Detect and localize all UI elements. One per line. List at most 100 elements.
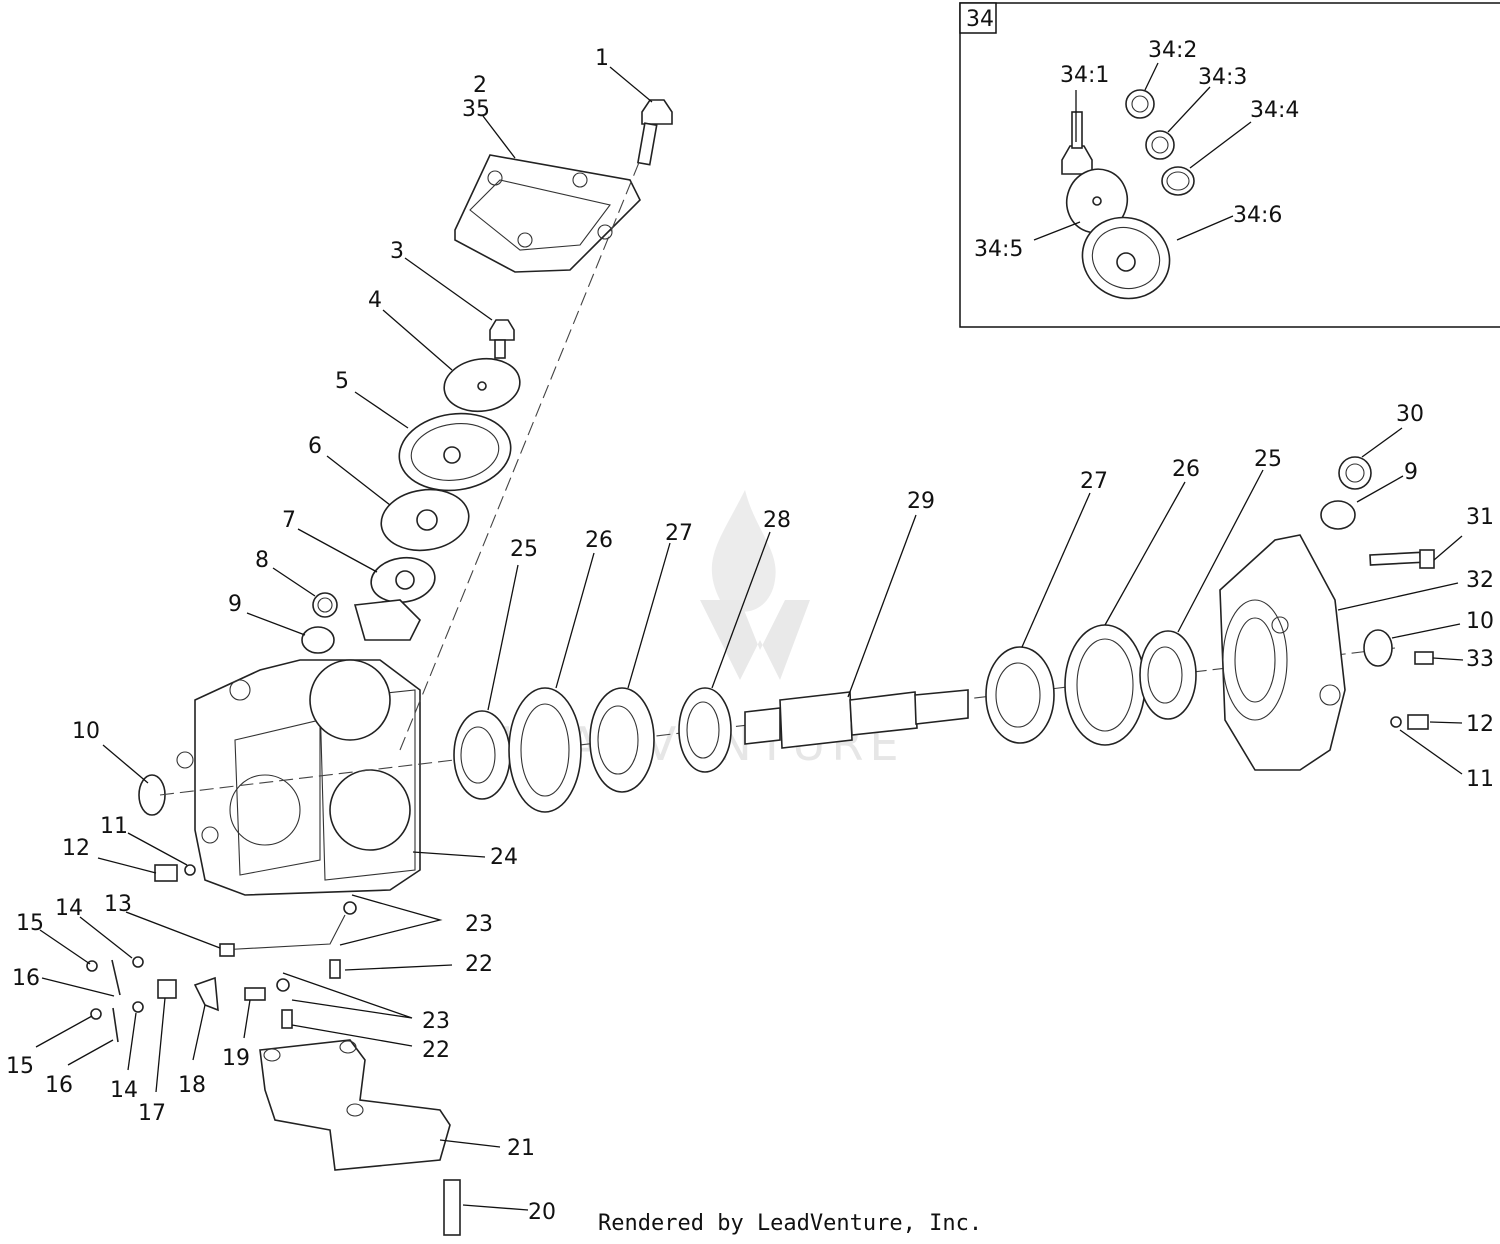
callout-11-right: 11 [1466, 767, 1494, 792]
callout-18: 18 [178, 1073, 206, 1098]
cup-26-left-inner [520, 703, 570, 797]
callout-10-left: 10 [72, 719, 100, 744]
seal-7-hub [395, 570, 415, 590]
callout-11-left: 11 [100, 814, 128, 839]
inset-plug-b [1145, 130, 1175, 160]
inset-callout-34-3: 34:3 [1198, 65, 1247, 90]
side-housing [1219, 534, 1346, 771]
callout-25-left: 25 [510, 537, 538, 562]
callout-29: 29 [907, 489, 935, 514]
callout-25-right: 25 [1254, 447, 1282, 472]
callout-27-left: 27 [665, 521, 693, 546]
bearing-25-left-race [460, 726, 496, 784]
mounting-bracket [259, 1039, 451, 1171]
inset-plug-b-inner [1151, 136, 1169, 154]
gear-housing [176, 659, 421, 896]
callout-35: 35 [462, 97, 490, 122]
washer-11-right [1390, 716, 1402, 728]
linkage-assembly [86, 901, 357, 1043]
inset-panel: 34 [959, 2, 1500, 328]
callout-27-right: 27 [1080, 469, 1108, 494]
callout-24: 24 [490, 845, 518, 870]
plug-8 [312, 592, 338, 618]
inset-washer-hole [1092, 196, 1102, 206]
inset-plate-ring [1091, 226, 1161, 290]
callout-9-left: 9 [228, 592, 242, 617]
callout-22-bottom: 22 [422, 1038, 450, 1063]
callout-labels: 1 2 35 3 4 5 6 7 8 9 10 11 12 13 14 15 1… [6, 38, 1494, 1225]
callout-10-right: 10 [1466, 609, 1494, 634]
plug-8-inner [317, 597, 333, 613]
inset-callout-34-1: 34:1 [1060, 63, 1109, 88]
bolt-12-right [1407, 714, 1429, 730]
callout-3: 3 [390, 239, 404, 264]
bearing-25-right-race [1147, 646, 1183, 704]
callout-8: 8 [255, 548, 269, 573]
callout-15-top: 15 [16, 911, 44, 936]
bearing-25-left [453, 710, 511, 800]
callout-12-right: 12 [1466, 712, 1494, 737]
top-bolt [636, 99, 673, 166]
inset-o-ring-inner [1166, 171, 1190, 191]
plate-6-hub [416, 509, 438, 531]
bearing-27-right-race [995, 662, 1041, 728]
bolt-31 [1369, 551, 1422, 566]
bolt-12-left [154, 864, 178, 882]
inset-callout-34-4: 34:4 [1250, 98, 1299, 123]
callout-22-top: 22 [465, 952, 493, 977]
callout-23-top: 23 [465, 912, 493, 937]
callout-19: 19 [222, 1046, 250, 1071]
inset-bolt-head [1061, 145, 1093, 175]
callout-32: 32 [1466, 568, 1494, 593]
seal-10-left [138, 774, 166, 816]
callout-6: 6 [308, 434, 322, 459]
callout-15-bottom: 15 [6, 1054, 34, 1079]
bearing-27-left-race [597, 705, 639, 775]
callout-5: 5 [335, 369, 349, 394]
inset-o-ring [1161, 166, 1195, 196]
callout-30: 30 [1396, 402, 1424, 427]
plug-33 [1414, 651, 1434, 665]
seal-28-inner [686, 701, 720, 759]
inset-plate-hub [1116, 252, 1136, 272]
bearing-27-left [589, 687, 655, 793]
callout-20: 20 [528, 1200, 556, 1225]
plug-30-inner [1345, 463, 1365, 483]
washer-4-hole [477, 381, 487, 391]
bolt-20 [443, 1179, 461, 1236]
plate-5-ring [410, 423, 500, 481]
callout-17: 17 [138, 1101, 166, 1126]
callout-23-bottom: 23 [422, 1009, 450, 1034]
seal-10-right [1363, 629, 1393, 667]
shaft-29 [744, 689, 969, 749]
inset-plug-a [1125, 89, 1155, 119]
footer-credit: Rendered by LeadVenture, Inc. [598, 1211, 982, 1236]
bolt-31-head [1419, 549, 1435, 569]
callout-9-right: 9 [1404, 460, 1418, 485]
top-cover [454, 154, 641, 273]
callout-13: 13 [104, 892, 132, 917]
cup-26-right-inner [1076, 638, 1134, 732]
cover-centerline [399, 159, 641, 751]
washer-11-left [184, 864, 196, 876]
bolt-3 [489, 319, 515, 341]
inset-callout-34-2: 34:2 [1148, 38, 1197, 63]
callout-12-left: 12 [62, 836, 90, 861]
plate-5-hub [443, 446, 461, 464]
cup-26-left [508, 687, 582, 813]
inset-title: 34 [966, 7, 994, 32]
callout-28: 28 [763, 508, 791, 533]
o-ring-9-left [301, 626, 335, 654]
inset-plug-a-inner [1131, 95, 1149, 113]
callout-7: 7 [282, 508, 296, 533]
callout-1: 1 [595, 46, 609, 71]
leader-lines [35, 62, 1464, 1211]
callout-33: 33 [1466, 647, 1494, 672]
callout-16-bottom: 16 [45, 1073, 73, 1098]
callout-26-left: 26 [585, 528, 613, 553]
bracket-7 [353, 599, 421, 641]
o-ring-9-right [1320, 500, 1356, 530]
bolt-3-shank [494, 339, 506, 359]
callout-14-bottom: 14 [110, 1078, 138, 1103]
